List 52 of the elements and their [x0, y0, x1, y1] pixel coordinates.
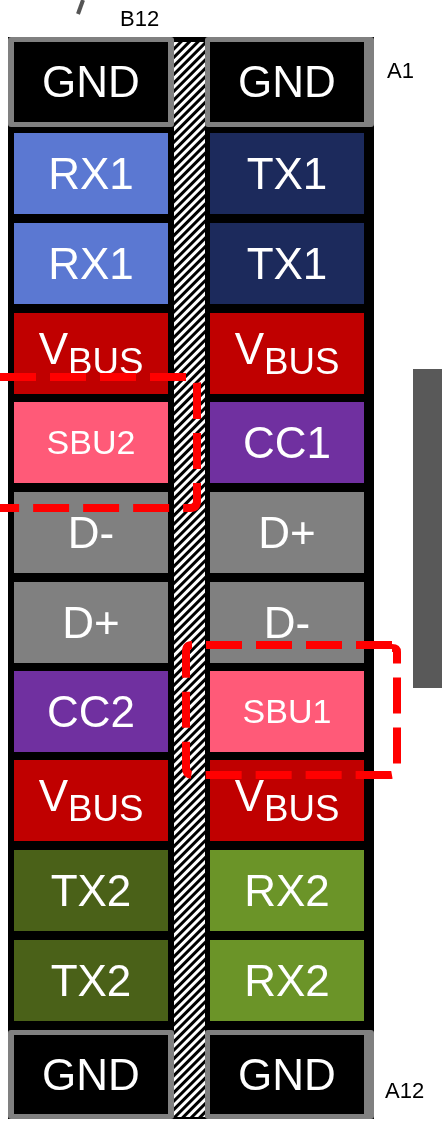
- pin-name: CC2: [47, 686, 135, 737]
- pin-box: [210, 42, 364, 122]
- pin-box: [210, 402, 364, 483]
- pin-box: [14, 1035, 168, 1114]
- pin-box: [14, 940, 168, 1021]
- pin-box: [210, 850, 364, 931]
- side-bar: [413, 369, 442, 688]
- pin-box: [210, 223, 364, 304]
- pin-box: [14, 223, 168, 304]
- pin-box: [210, 492, 364, 573]
- pin-box: [210, 940, 364, 1021]
- pin-box: [14, 42, 168, 122]
- pin-box: [14, 760, 168, 841]
- pin-name: D+: [62, 597, 120, 648]
- pin-name: V$_{BUS}$: [38, 324, 144, 383]
- pin-name: GND: [42, 1049, 140, 1100]
- pin-number: B12: [120, 6, 160, 32]
- pin-box: [14, 492, 168, 573]
- pin-box: [210, 582, 364, 663]
- pin-name: RX2: [244, 955, 330, 1006]
- pin-name: GND: [42, 57, 140, 107]
- pin-name: D-: [67, 507, 115, 558]
- pin-name: SBU2: [46, 423, 136, 462]
- pin-name: RX2: [244, 865, 330, 916]
- pin-name: TX2: [50, 955, 132, 1006]
- pin-name: TX1: [246, 238, 328, 289]
- pin-box: [210, 133, 364, 214]
- pin-box: [210, 313, 364, 394]
- pin-number: A1: [387, 58, 414, 84]
- pin-name: V$_{BUS}$: [234, 771, 340, 830]
- pin-box: [14, 850, 168, 931]
- pin-box: [14, 133, 168, 214]
- pin-box: [210, 760, 364, 841]
- pin-box: [210, 671, 364, 752]
- pin-box: [14, 671, 168, 752]
- pin-box: [14, 402, 168, 483]
- pin-name: RX1: [48, 238, 134, 289]
- pin-box: [210, 1035, 364, 1114]
- pin-name: D+: [258, 507, 316, 558]
- pin-name: GND: [238, 57, 336, 107]
- pin-name: V$_{BUS}$: [38, 771, 144, 830]
- pin-name: RX1: [48, 148, 134, 199]
- pin-name: TX1: [246, 148, 328, 199]
- pin-name: SBU1: [242, 692, 332, 731]
- pin-box: [14, 582, 168, 663]
- pin-name: D-: [263, 597, 311, 648]
- pin-number: A12: [385, 1078, 425, 1104]
- pin-box: [14, 313, 168, 394]
- pin-name: CC1: [243, 417, 331, 468]
- pin-name: TX2: [50, 865, 132, 916]
- pin-name: GND: [238, 1049, 336, 1100]
- pin-name: V$_{BUS}$: [234, 324, 340, 383]
